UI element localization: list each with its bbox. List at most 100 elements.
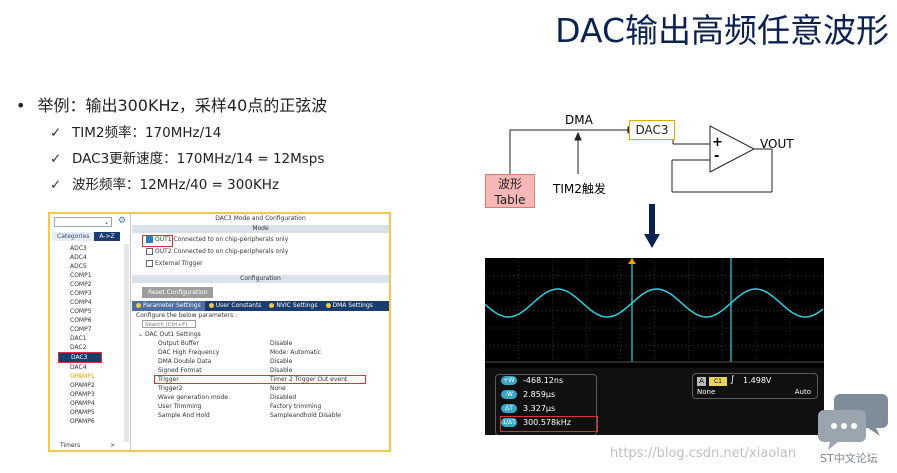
checkbox-external-trigger[interactable]	[146, 260, 153, 267]
sidebar-item-comp5[interactable]: COMP5	[70, 308, 92, 315]
tab-user-constants[interactable]: User Constants	[205, 301, 266, 311]
sidebar-item-comp3[interactable]: COMP3	[70, 290, 92, 297]
sidebar-item-comp4[interactable]: COMP4	[70, 299, 92, 306]
sidebar-item-opamp5[interactable]: OPAMP5	[70, 409, 95, 416]
mode-row-out1[interactable]: OUT1 Connected to on chip-peripherals on…	[132, 234, 389, 247]
trigger-a-badge: A	[697, 377, 706, 386]
param-row[interactable]: User Trimming Factory trimming	[132, 402, 389, 411]
param-value[interactable]: Disable	[270, 358, 293, 365]
sidebar-scrollbar[interactable]	[124, 244, 129, 442]
tab-nvic-settings[interactable]: NVIC Settings	[265, 301, 321, 311]
tab-parameter-settings[interactable]: Parameter Settings	[132, 301, 205, 311]
param-key: User Trimming	[158, 403, 202, 410]
sidebar-item-comp1[interactable]: COMP1	[70, 272, 92, 279]
param-key: Signed Format	[158, 367, 202, 374]
check-list: ✓TIM2频率：170MHz/14 ✓DAC3更新速度：170MHz/14 = …	[50, 120, 324, 198]
param-group-label: DAC Out1 Settings	[144, 331, 201, 338]
arrow-down-icon	[644, 204, 660, 248]
logo-text: ST中文论坛	[820, 452, 878, 465]
param-value[interactable]: Timer 2 Trigger Out event	[270, 376, 348, 383]
tab-label: NVIC Settings	[276, 302, 318, 309]
sidebar-item-opamp1[interactable]: OPAMP1	[70, 373, 95, 380]
mode-row-label: External Trigger	[155, 260, 203, 267]
sidebar-item-timers[interactable]: Timers	[60, 442, 81, 449]
checkbox-out1[interactable]	[146, 236, 153, 243]
check-text: 波形频率：12MHz/40 = 300KHz	[72, 177, 280, 193]
sidebar-item-comp2[interactable]: COMP2	[70, 281, 92, 288]
gear-icon[interactable]: ⚙	[118, 216, 127, 226]
sidebar-item-adc4[interactable]: ADC4	[70, 254, 87, 261]
measurement-chip: ΔT	[501, 404, 517, 413]
checkbox-out2[interactable]	[146, 248, 153, 255]
dma-label: DMA	[565, 113, 593, 127]
bullet-example: •举例：输出300KHz，采样40点的正弦波	[16, 92, 327, 116]
sidebar-item-comp7[interactable]: COMP7	[70, 326, 92, 333]
sidebar-item-adc3[interactable]: ADC3	[70, 245, 87, 252]
trigger-source-badge: C1	[709, 377, 727, 386]
highlight-box	[142, 235, 173, 247]
measurement-value: 300.578kHz	[523, 418, 571, 427]
sidebar-item-opamp6[interactable]: OPAMP6	[70, 418, 95, 425]
param-value[interactable]: Disabled	[270, 394, 297, 401]
reset-configuration-button[interactable]: Reset Configuration	[142, 287, 214, 298]
param-value[interactable]: Disable	[270, 367, 293, 374]
sidebar-item-opamp4[interactable]: OPAMP4	[70, 400, 95, 407]
check-text: DAC3更新速度：170MHz/14 = 12Msps	[72, 151, 325, 167]
check-icon: ✓	[50, 151, 62, 167]
param-row[interactable]: Signed Format Disable	[132, 366, 389, 375]
config-tabs: Parameter Settings User Constants NVIC S…	[132, 301, 389, 311]
chat-bubble-logo-icon	[818, 394, 888, 450]
mode-row-label: OUT2 Connected to on chip-peripherals on…	[155, 248, 289, 255]
param-group-title[interactable]: ⌄ DAC Out1 Settings	[132, 330, 389, 339]
tab-label: DMA Settings	[332, 302, 373, 309]
measurement-chip: 1/ΔT	[501, 418, 517, 427]
chevron-down-icon[interactable]: ⌄	[138, 331, 145, 338]
sidebar-tabs: Categories A->Z	[52, 232, 128, 241]
cubemx-config: DAC3 Mode and Configuration Mode OUT1 Co…	[132, 214, 389, 450]
mode-row-label: OUT1 Connected to on chip-peripherals on…	[155, 236, 289, 243]
status-dot-icon	[269, 303, 275, 308]
tab-categories[interactable]: Categories	[52, 232, 95, 241]
param-value[interactable]: Mode: Automatic	[270, 349, 322, 356]
trigger-coupling: None	[697, 388, 716, 396]
param-value[interactable]: Sampleandhold Disable	[270, 412, 341, 419]
sidebar-item-opamp3[interactable]: OPAMP3	[70, 391, 95, 398]
mode-bar: Mode	[132, 225, 389, 233]
sidebar-item-adc5[interactable]: ADC5	[70, 263, 87, 270]
sidebar-search-input[interactable]: ⌄	[54, 217, 112, 227]
tim2-trigger-label: TIM2触发	[553, 182, 606, 196]
sidebar-item-dac2[interactable]: DAC2	[70, 344, 87, 351]
mode-row-out2[interactable]: OUT2 Connected to on chip-peripherals on…	[132, 246, 389, 258]
tab-dma-settings[interactable]: DMA Settings	[322, 301, 377, 311]
chevron-right-icon[interactable]: >	[110, 442, 116, 449]
mode-row-external-trigger[interactable]: External Trigger	[132, 258, 389, 270]
sidebar-item-dac4[interactable]: DAC4	[70, 364, 87, 371]
rising-edge-icon: ∫	[730, 375, 735, 385]
param-value[interactable]: None	[270, 385, 286, 392]
status-dot-icon	[325, 303, 331, 308]
tab-a-z[interactable]: A->Z	[94, 232, 120, 241]
sidebar-item-comp6[interactable]: COMP6	[70, 317, 92, 324]
param-key: Output Buffer	[158, 340, 199, 347]
param-value[interactable]: Disable	[270, 340, 293, 347]
configuration-bar: Configuration	[132, 275, 389, 283]
parameter-search-input[interactable]: Search (Ctrl+F)	[142, 320, 196, 328]
sidebar-item-dac1[interactable]: DAC1	[70, 335, 87, 342]
chevron-down-icon[interactable]: ⌄	[103, 219, 109, 226]
param-value[interactable]: Factory trimming	[270, 403, 322, 410]
sidebar-item-opamp2[interactable]: OPAMP2	[70, 382, 95, 389]
measurement-row: 1/ΔT 300.578kHz	[501, 418, 593, 430]
trigger-marker-icon	[628, 258, 636, 264]
trigger-level: 1.498V	[743, 376, 772, 385]
trigger-panel: A C1 ∫ 1.498V None Auto	[692, 373, 818, 399]
param-row[interactable]: Output Buffer Disable	[132, 339, 389, 348]
sidebar-item-dac3[interactable]: DAC3	[58, 352, 102, 363]
